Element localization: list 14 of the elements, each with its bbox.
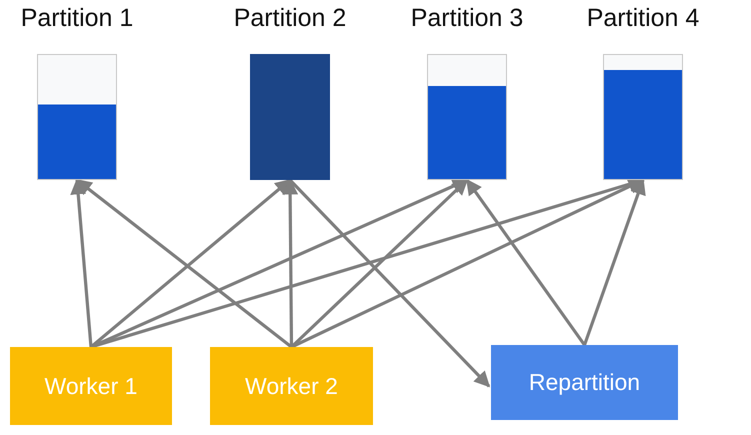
box-label: Worker 2 <box>245 372 338 400</box>
arrow <box>583 178 646 346</box>
box-label: Worker 1 <box>44 372 138 400</box>
arrow <box>288 178 490 388</box>
box-label: Repartition <box>528 369 640 396</box>
partition-label: Partition 1 <box>20 4 134 33</box>
arrow <box>466 178 586 346</box>
process-box <box>491 345 678 420</box>
partition-label: Partition 2 <box>234 4 346 33</box>
worker-box <box>10 347 172 425</box>
partition-label: Partition 3 <box>410 4 524 33</box>
worker-box <box>210 347 373 425</box>
partition-label: Partition 4 <box>586 4 700 33</box>
arrow <box>70 178 93 348</box>
